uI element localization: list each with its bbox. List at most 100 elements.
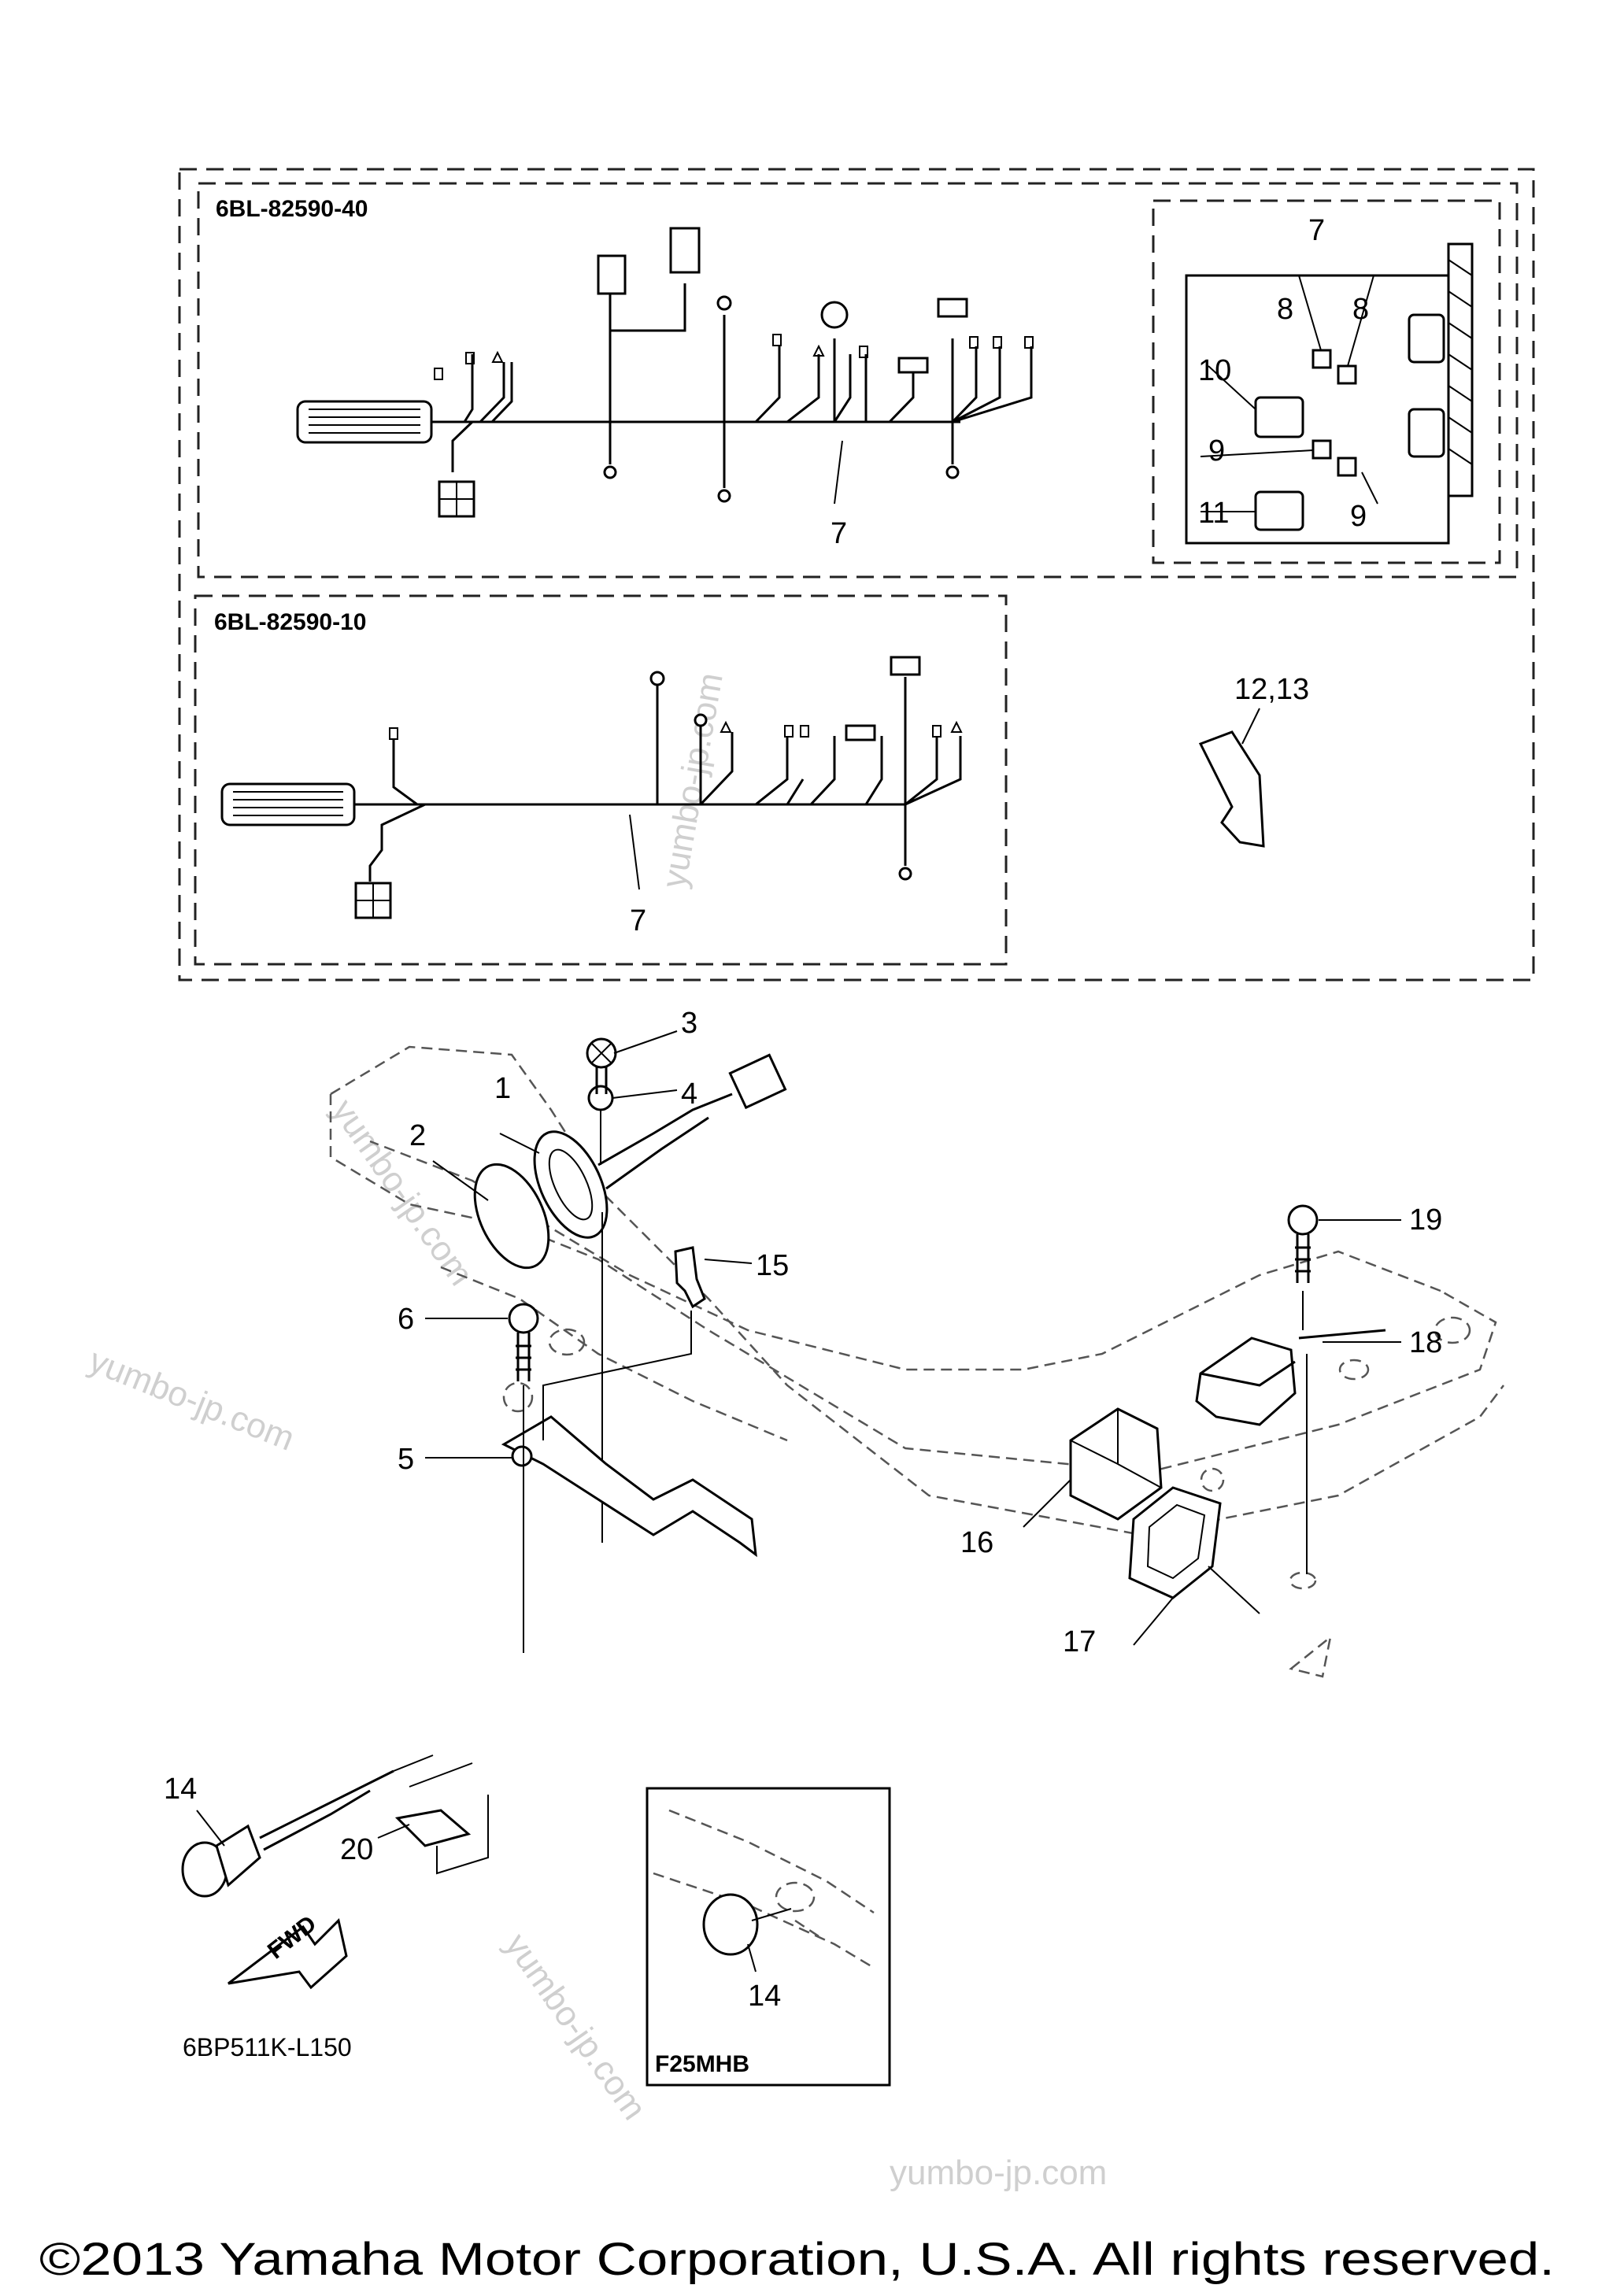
screw-6-shank bbox=[516, 1333, 531, 1381]
upper-ring-terminal-c bbox=[717, 489, 731, 503]
inset-cable-sleeve bbox=[1447, 242, 1474, 497]
upper-plug-b bbox=[669, 227, 701, 274]
callout-17: 17 bbox=[1063, 1625, 1096, 1658]
inset-coupler-11 bbox=[1254, 490, 1304, 531]
upper-double-plug bbox=[897, 357, 929, 374]
bracket-assembly bbox=[425, 1246, 757, 1653]
fwd-arrow-shape bbox=[228, 1918, 348, 1990]
hull-boss-2 bbox=[1434, 1316, 1471, 1344]
screw-6-head bbox=[508, 1303, 539, 1334]
upper-ring-terminal-a bbox=[716, 295, 732, 311]
lower-ring-terminal-b bbox=[694, 713, 708, 727]
inset-terminal-8b bbox=[1337, 364, 1357, 385]
callout-16: 16 bbox=[960, 1526, 993, 1559]
callout-11: 11 bbox=[1198, 497, 1229, 530]
plug-14 bbox=[702, 1893, 759, 1956]
callout-3: 3 bbox=[681, 1007, 697, 1040]
watermark-3: yumbo-jp.com bbox=[83, 1341, 300, 1459]
sleeve-hatch bbox=[1448, 259, 1473, 465]
hull-inner bbox=[369, 1140, 1441, 1371]
bolt-19-shank bbox=[1295, 1234, 1311, 1283]
hull-boss-1 bbox=[548, 1328, 586, 1356]
lower-ring-terminal-c bbox=[898, 867, 912, 881]
connector-grid bbox=[309, 409, 420, 434]
upper-ring-terminal-b bbox=[603, 465, 617, 479]
switch-14-lead-ext bbox=[393, 1754, 473, 1788]
bracket-axis bbox=[523, 1311, 692, 1653]
lower-main-connector bbox=[220, 782, 356, 826]
watermark-1: yumbo-jp.com bbox=[655, 670, 731, 891]
lower-harness-trunk bbox=[354, 677, 962, 882]
screw-3-cross bbox=[591, 1043, 612, 1063]
washer-4 bbox=[587, 1085, 614, 1111]
inset-hull-hole bbox=[775, 1881, 816, 1913]
callout-7-inset: 7 bbox=[1308, 214, 1325, 247]
switch-leaders bbox=[432, 1030, 678, 1201]
screw-3-shank bbox=[595, 1067, 608, 1094]
terminal-inset bbox=[1185, 242, 1474, 545]
lower-ring-terminal-a bbox=[649, 671, 665, 686]
bolt-19-head bbox=[1287, 1204, 1319, 1236]
lower-double-plug bbox=[845, 724, 876, 741]
callout-14-inset: 14 bbox=[748, 1980, 781, 2013]
clip-15 bbox=[674, 1246, 706, 1309]
fwd-arrow: FWD bbox=[228, 1910, 348, 1990]
bracket-hole bbox=[511, 1445, 533, 1467]
callout-1: 1 bbox=[494, 1072, 511, 1105]
inset-model: F25MHB bbox=[655, 2051, 749, 2077]
hull-hole-2 bbox=[1200, 1467, 1225, 1492]
right-leaders bbox=[1023, 1219, 1401, 1646]
hull-rim bbox=[329, 1094, 1497, 1473]
upper-harness-box: 6BL-82590-40 7 bbox=[197, 182, 1519, 579]
callout-6: 6 bbox=[398, 1303, 414, 1336]
callout-7-upper: 7 bbox=[831, 517, 847, 550]
bracket-5 bbox=[501, 1415, 757, 1558]
hull-top bbox=[330, 1045, 1504, 1536]
hull-mark bbox=[1289, 1634, 1332, 1678]
inset-terminal-8a bbox=[1311, 349, 1332, 369]
callout-9a: 9 bbox=[1208, 434, 1225, 468]
inset-terminal-9b bbox=[1337, 457, 1357, 477]
switch-lead bbox=[597, 1093, 733, 1190]
gasket-17 bbox=[1128, 1486, 1222, 1599]
watermark-2: yumbo-jp.com bbox=[324, 1093, 481, 1292]
switch-14-body bbox=[215, 1824, 261, 1887]
inset-socket-lower bbox=[1408, 408, 1445, 458]
inset-terminal-9a bbox=[1311, 439, 1332, 460]
switch-assembly bbox=[432, 1030, 787, 1543]
rectifier-16 bbox=[1069, 1407, 1163, 1521]
upper-harness-code: 6BL-82590-40 bbox=[216, 196, 368, 222]
lower-connector-grid bbox=[233, 791, 343, 816]
square-cross bbox=[439, 482, 474, 516]
upper-relay-plug bbox=[937, 298, 968, 318]
watermarks: yumbo-jp.com yumbo-jp.com yumbo-jp.com y… bbox=[83, 670, 1107, 2192]
switch-14-lead bbox=[259, 1769, 394, 1851]
callout-15: 15 bbox=[756, 1249, 789, 1282]
kill-switch-assembly bbox=[181, 1754, 489, 1898]
main-connector bbox=[296, 400, 433, 444]
lower-terminals bbox=[389, 720, 963, 740]
diagram-code: 6BP511K-L150 bbox=[183, 2033, 352, 2061]
hull-boss-3 bbox=[1338, 1359, 1370, 1381]
lower-relay-plug bbox=[890, 656, 921, 676]
callout-20: 20 bbox=[340, 1833, 373, 1866]
cover-1-inner bbox=[548, 1148, 594, 1221]
upper-ring-terminal-d bbox=[945, 465, 960, 479]
clamp-12-13: 12,13 bbox=[1198, 673, 1309, 848]
lower-cowling bbox=[329, 1045, 1504, 1678]
rectifier-16-edges bbox=[1070, 1409, 1162, 1488]
inset-hull-lines bbox=[653, 1809, 875, 1969]
upper-round-sensor bbox=[820, 301, 849, 329]
hull-boss-4 bbox=[1289, 1571, 1317, 1590]
callout-8a: 8 bbox=[1277, 293, 1293, 326]
callout-19: 19 bbox=[1409, 1203, 1442, 1237]
label-20-axis bbox=[436, 1795, 489, 1875]
watermark-5: yumbo-jp.com bbox=[890, 2154, 1107, 2192]
leader-7-lower bbox=[629, 814, 640, 890]
switch-plug bbox=[728, 1053, 787, 1110]
outer-frame bbox=[178, 168, 1535, 982]
lower-harness-box: 6BL-82590-10 7 bbox=[194, 594, 1008, 966]
inset-coupler-10 bbox=[1254, 396, 1304, 438]
kill-switch-leaders bbox=[196, 1810, 410, 1847]
callout-9b: 9 bbox=[1350, 500, 1367, 533]
